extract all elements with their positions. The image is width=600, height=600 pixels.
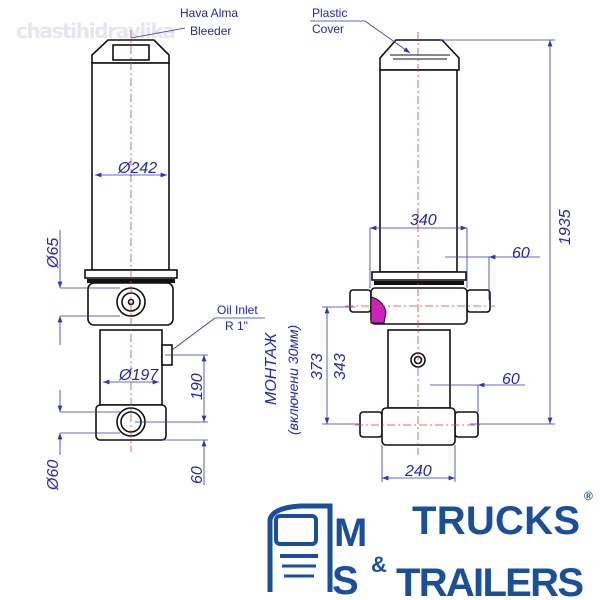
label-mounting-1: МОНТАЖ <box>263 332 280 405</box>
label-oil-inlet-2: R 1" <box>225 319 248 333</box>
label-bleeder-1: Hava Alma <box>180 6 238 20</box>
label-mounting-2: (включени 30мм) <box>285 325 301 435</box>
dim-offset-60-top: 60 <box>512 245 530 262</box>
logo-registered-mark: ® <box>584 489 593 503</box>
logo-word-trailers: TRAILERS <box>396 561 584 600</box>
dim-lower-diameter: Ø197 <box>118 367 159 384</box>
logo-letter-s: S <box>332 559 359 600</box>
dim-total-height: 1935 <box>557 209 574 245</box>
watermark: chastihidravlika <box>16 19 176 43</box>
logo-letter-m: M <box>334 511 367 555</box>
ring-front <box>371 271 467 281</box>
label-cover-2: Cover <box>312 22 344 36</box>
dim-pin-diameter-bottom: Ø60 <box>45 460 62 491</box>
bottom-block-front <box>381 407 456 446</box>
right-lug <box>466 289 491 313</box>
dim-mount-373: 373 <box>309 353 326 380</box>
outer-tube-front <box>379 69 458 273</box>
company-logo: M S TRUCKS & TRAILERS ® <box>267 489 593 600</box>
dim-width-340: 340 <box>410 212 437 229</box>
dim-width-240: 240 <box>404 463 432 480</box>
dim-offset-60-bottom: 60 <box>502 371 520 388</box>
logo-ampersand: & <box>371 552 387 577</box>
right-dimensions <box>310 20 555 482</box>
side-view-cylinder <box>84 30 178 452</box>
bottom-right-lug <box>454 411 479 438</box>
label-oil-inlet-1: Oil Inlet <box>217 303 258 317</box>
dim-mount-343: 343 <box>332 353 349 380</box>
dim-bottom-60: 60 <box>189 466 206 484</box>
truck-icon <box>267 503 333 592</box>
label-cover-1: Plastic <box>312 6 347 20</box>
label-bleeder-2: Bleeder <box>190 24 231 38</box>
logo-word-trucks: TRUCKS <box>412 499 580 543</box>
front-view-cylinder <box>345 32 495 455</box>
left-lug <box>349 289 372 313</box>
highlight-section <box>370 296 387 324</box>
left-dimensions <box>57 27 265 485</box>
lower-tube-front <box>387 329 451 409</box>
bottom-left-lug <box>359 411 383 438</box>
dim-pin-diameter-top: Ø65 <box>45 238 62 269</box>
dim-tube-diameter: Ø242 <box>117 160 157 177</box>
dim-height-190: 190 <box>189 373 206 400</box>
outer-tube <box>91 62 170 271</box>
